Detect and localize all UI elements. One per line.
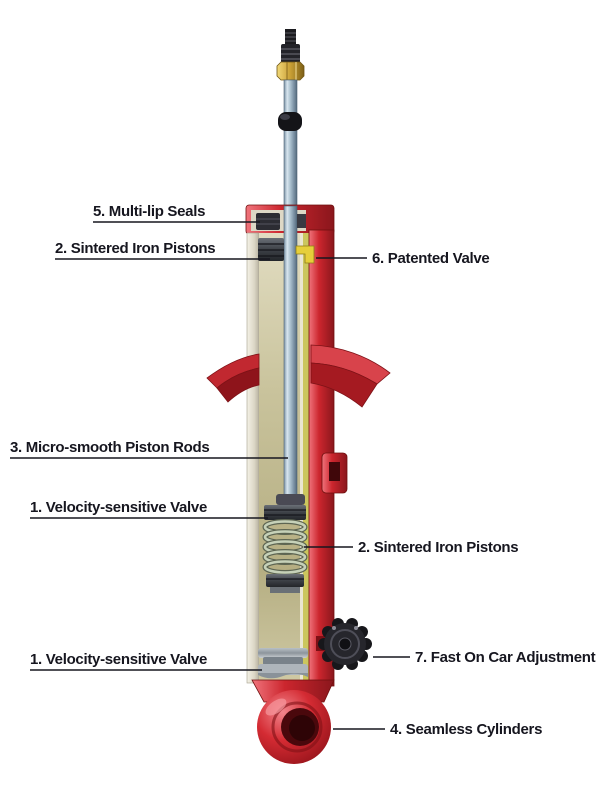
label-velocity-valve-upper: 1. Velocity-sensitive Valve bbox=[30, 499, 207, 516]
label-micro-smooth-rods: 3. Micro-smooth Piston Rods bbox=[10, 439, 209, 456]
rod-top-stem bbox=[276, 29, 305, 209]
piston-rod-upper bbox=[283, 79, 298, 209]
adjustment-knob bbox=[316, 618, 372, 670]
inner-tube-lining bbox=[303, 233, 309, 683]
inner-tube-wall bbox=[300, 233, 303, 683]
velocity-valve-lower-assembly bbox=[258, 648, 308, 679]
label-sintered-pistons-top: 2. Sintered Iron Pistons bbox=[55, 240, 215, 257]
label-fast-on-car: 7. Fast On Car Adjustment bbox=[415, 649, 596, 666]
label-velocity-valve-lower: 1. Velocity-sensitive Valve bbox=[30, 651, 207, 668]
sintered-piston-lower bbox=[266, 574, 304, 593]
label-seamless-cylinders: 4. Seamless Cylinders bbox=[390, 721, 542, 738]
sintered-piston-upper bbox=[258, 238, 284, 261]
mounting-eye bbox=[251, 679, 335, 764]
multi-lip-seal-assembly bbox=[256, 213, 306, 230]
label-patented-valve: 6. Patented Valve bbox=[372, 250, 489, 267]
mount-bracket-tab bbox=[321, 452, 348, 494]
velocity-valve-upper-assembly bbox=[264, 494, 306, 520]
label-multi-lip-seals: 5. Multi-lip Seals bbox=[93, 203, 205, 220]
piston-rod-inner bbox=[283, 205, 298, 515]
spring-seat-flange bbox=[206, 344, 391, 408]
hex-nut bbox=[276, 61, 305, 81]
label-sintered-pistons-lower: 2. Sintered Iron Pistons bbox=[358, 539, 518, 556]
patented-valve-part bbox=[295, 245, 315, 264]
